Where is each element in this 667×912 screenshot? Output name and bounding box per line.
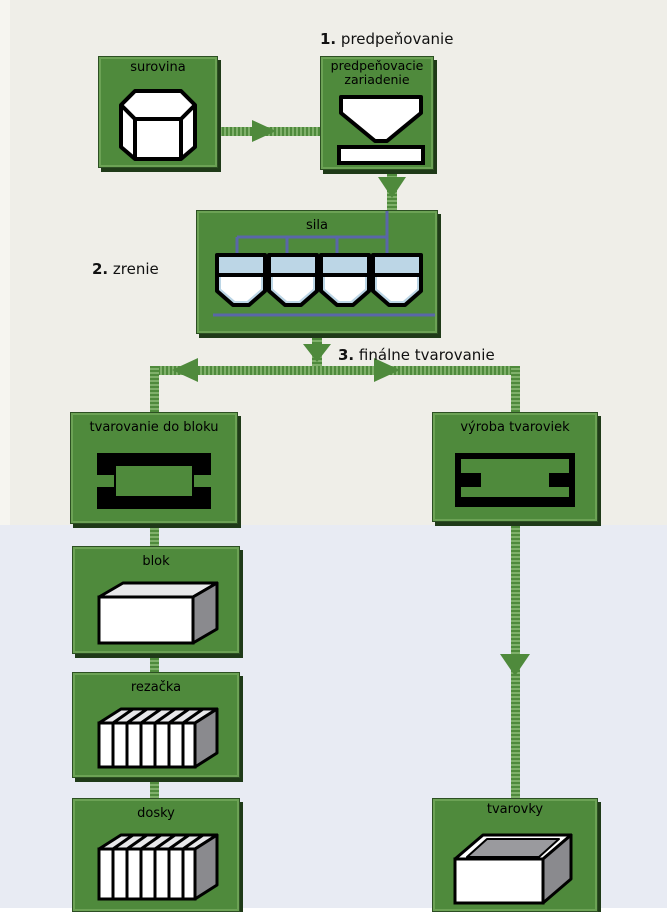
arrow-down-icon xyxy=(378,177,406,198)
block-icon xyxy=(97,581,219,645)
silo-4 xyxy=(371,253,423,307)
node-sila-label: sila xyxy=(306,218,328,233)
silo-1 xyxy=(215,253,267,307)
connector-rezacka-dosky xyxy=(150,778,159,798)
node-tvarovky: tvarovky xyxy=(432,798,598,912)
stage-2-label: 2. zrenie xyxy=(92,260,159,278)
silo-3 xyxy=(319,253,371,307)
node-surovina-label: surovina xyxy=(130,60,186,75)
arrow-left-icon xyxy=(172,358,198,382)
molded-tray-icon xyxy=(453,833,573,905)
node-dosky: dosky xyxy=(72,798,240,912)
connector-split-left-down xyxy=(150,366,159,414)
connector-blok-rezacka xyxy=(150,653,159,673)
silo-2 xyxy=(267,253,319,307)
boards-icon xyxy=(97,833,219,901)
node-rezacka: rezačka xyxy=(72,672,240,778)
arrow-down-icon xyxy=(500,654,530,676)
silos-icon xyxy=(213,211,435,317)
arrow-right-icon xyxy=(374,358,400,382)
stage-1-text: predpeňovanie xyxy=(340,30,454,48)
node-tvarovanie-do-bloku-label: tvarovanie do bloku xyxy=(89,420,219,435)
node-dosky-label: dosky xyxy=(137,806,175,821)
connector-bloku-blok xyxy=(150,524,159,548)
stage-2-text: zrenie xyxy=(112,260,159,278)
stage-3-number: 3. xyxy=(338,346,355,364)
node-tvarovanie-do-bloku: tvarovanie do bloku xyxy=(70,412,238,524)
block-mold-icon xyxy=(97,453,211,509)
connector-split-horizontal xyxy=(150,366,520,375)
hexagonal-container-icon xyxy=(119,89,197,161)
stage-1-label: 1. predpeňovanie xyxy=(320,30,453,48)
shape-mold-icon xyxy=(455,453,575,507)
node-blok: blok xyxy=(72,546,240,654)
arrow-right-icon xyxy=(252,120,276,142)
node-predpenovacie-label: predpeňovacie zariadenie xyxy=(330,58,424,87)
cutter-icon xyxy=(97,707,219,769)
node-surovina: surovina xyxy=(98,56,218,168)
node-blok-label: blok xyxy=(142,554,170,569)
background-edge xyxy=(0,0,10,525)
node-rezacka-label: rezačka xyxy=(130,680,182,695)
stage-1-number: 1. xyxy=(320,30,337,48)
node-predpenovacie: predpeňovacie zariadenie xyxy=(320,56,434,170)
node-tvarovky-label: tvarovky xyxy=(486,802,544,817)
connector-split-right-down xyxy=(511,366,520,414)
stage-2-number: 2. xyxy=(92,260,109,278)
node-sila: sila xyxy=(196,210,438,334)
arrow-down-icon xyxy=(303,344,331,362)
stage-3-text: finálne tvarovanie xyxy=(358,346,495,364)
pre-expander-icon xyxy=(337,95,425,165)
node-vyroba-tvaroviek: výroba tvaroviek xyxy=(432,412,598,522)
node-vyroba-tvaroviek-label: výroba tvaroviek xyxy=(460,420,570,435)
stage-3-label: 3. finálne tvarovanie xyxy=(338,346,495,364)
